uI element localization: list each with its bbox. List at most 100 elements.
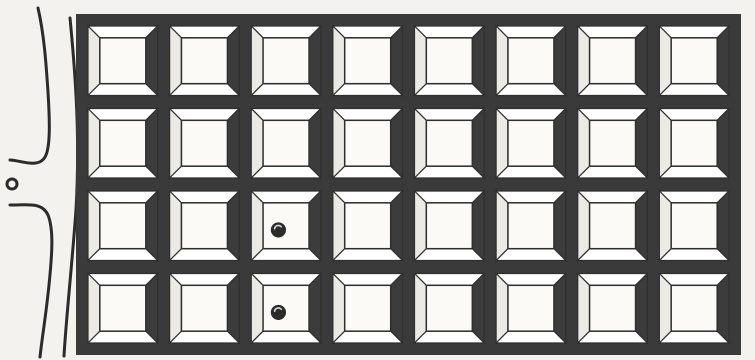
board-cell[interactable] [170, 274, 240, 344]
board-cell[interactable] [170, 109, 240, 179]
cell-inner-square [426, 285, 472, 331]
cell-inner-square [345, 203, 391, 249]
cell-inner-square [181, 120, 227, 166]
cell-inner-square [345, 38, 391, 84]
board-outline [64, 18, 78, 356]
side-hole-icon [7, 179, 17, 189]
side-outline [7, 8, 52, 357]
cell-bevel-bottom [496, 331, 566, 343]
cell-bevel-bottom [415, 84, 485, 96]
cell-inner-square [345, 120, 391, 166]
board-cell[interactable] [578, 274, 648, 344]
board-cell[interactable] [88, 191, 158, 261]
cell-bevel-bottom [333, 166, 403, 178]
board-cell[interactable] [496, 109, 566, 179]
cell-bevel-bottom [251, 84, 321, 96]
cell-inner-square [100, 203, 146, 249]
board-cell[interactable] [88, 109, 158, 179]
cell-bevel-bottom [170, 166, 240, 178]
board-cell[interactable] [415, 274, 485, 344]
cell-inner-square [181, 203, 227, 249]
cell-bevel-bottom [415, 166, 485, 178]
board-cell[interactable] [251, 26, 321, 96]
cell-bevel-bottom [415, 331, 485, 343]
board-cell[interactable] [88, 274, 158, 344]
cell-bevel-bottom [415, 249, 485, 261]
cell-bevel-bottom [496, 249, 566, 261]
cell-inner-square [100, 285, 146, 331]
cell-bevel-bottom [659, 249, 729, 261]
cell-inner-square [671, 120, 717, 166]
token-icon [271, 305, 286, 320]
cell-inner-square [181, 38, 227, 84]
cell-inner-square [590, 38, 636, 84]
cell-inner-square [508, 38, 554, 84]
cell-bevel-bottom [333, 84, 403, 96]
board-cell[interactable] [659, 274, 729, 344]
board-cell[interactable] [333, 274, 403, 344]
board-cell[interactable] [415, 26, 485, 96]
cell-inner-square [508, 285, 554, 331]
cell-inner-square [100, 38, 146, 84]
cell-bevel-bottom [659, 166, 729, 178]
cell-bevel-bottom [251, 249, 321, 261]
board-cell[interactable] [333, 109, 403, 179]
cell-inner-square [671, 38, 717, 84]
cell-inner-square [100, 120, 146, 166]
cell-bevel-bottom [88, 249, 158, 261]
cell-bevel-bottom [578, 249, 648, 261]
board-cell[interactable] [251, 109, 321, 179]
cell-inner-square [426, 120, 472, 166]
player-token[interactable] [271, 305, 286, 320]
cell-bevel-bottom [88, 166, 158, 178]
cell-bevel-bottom [333, 331, 403, 343]
board-cell[interactable] [415, 191, 485, 261]
cell-inner-square [263, 203, 309, 249]
cell-bevel-bottom [659, 84, 729, 96]
cell-bevel-bottom [496, 166, 566, 178]
cell-inner-square [590, 203, 636, 249]
cell-inner-square [671, 285, 717, 331]
board-cell[interactable] [333, 26, 403, 96]
board-cell[interactable] [578, 26, 648, 96]
cell-bevel-bottom [170, 249, 240, 261]
cell-bevel-bottom [659, 331, 729, 343]
board-cell[interactable] [578, 109, 648, 179]
token-icon [271, 222, 286, 237]
board-cell[interactable] [496, 26, 566, 96]
board-cell[interactable] [496, 191, 566, 261]
player-token[interactable] [271, 222, 286, 237]
board-cell[interactable] [251, 191, 321, 261]
board-cell[interactable] [251, 274, 321, 344]
cell-inner-square [590, 285, 636, 331]
board-cell[interactable] [659, 109, 729, 179]
board-cell[interactable] [170, 26, 240, 96]
cell-bevel-bottom [333, 249, 403, 261]
cell-inner-square [426, 38, 472, 84]
cell-inner-square [181, 285, 227, 331]
board-cell[interactable] [415, 109, 485, 179]
cell-bevel-bottom [578, 166, 648, 178]
cell-bevel-bottom [578, 331, 648, 343]
cell-inner-square [263, 285, 309, 331]
cell-inner-square [345, 285, 391, 331]
cell-bevel-bottom [496, 84, 566, 96]
board-cell[interactable] [659, 191, 729, 261]
cell-inner-square [426, 203, 472, 249]
board-cell[interactable] [578, 191, 648, 261]
board-cell[interactable] [659, 26, 729, 96]
cell-bevel-bottom [170, 84, 240, 96]
cell-inner-square [263, 120, 309, 166]
board-cell[interactable] [170, 191, 240, 261]
cell-inner-square [508, 203, 554, 249]
cell-bevel-bottom [88, 84, 158, 96]
cell-inner-square [263, 38, 309, 84]
cell-inner-square [671, 203, 717, 249]
cell-bevel-bottom [251, 166, 321, 178]
board-cell[interactable] [496, 274, 566, 344]
board-cell[interactable] [333, 191, 403, 261]
board-cell[interactable] [88, 26, 158, 96]
cell-inner-square [508, 120, 554, 166]
cell-bevel-bottom [170, 331, 240, 343]
